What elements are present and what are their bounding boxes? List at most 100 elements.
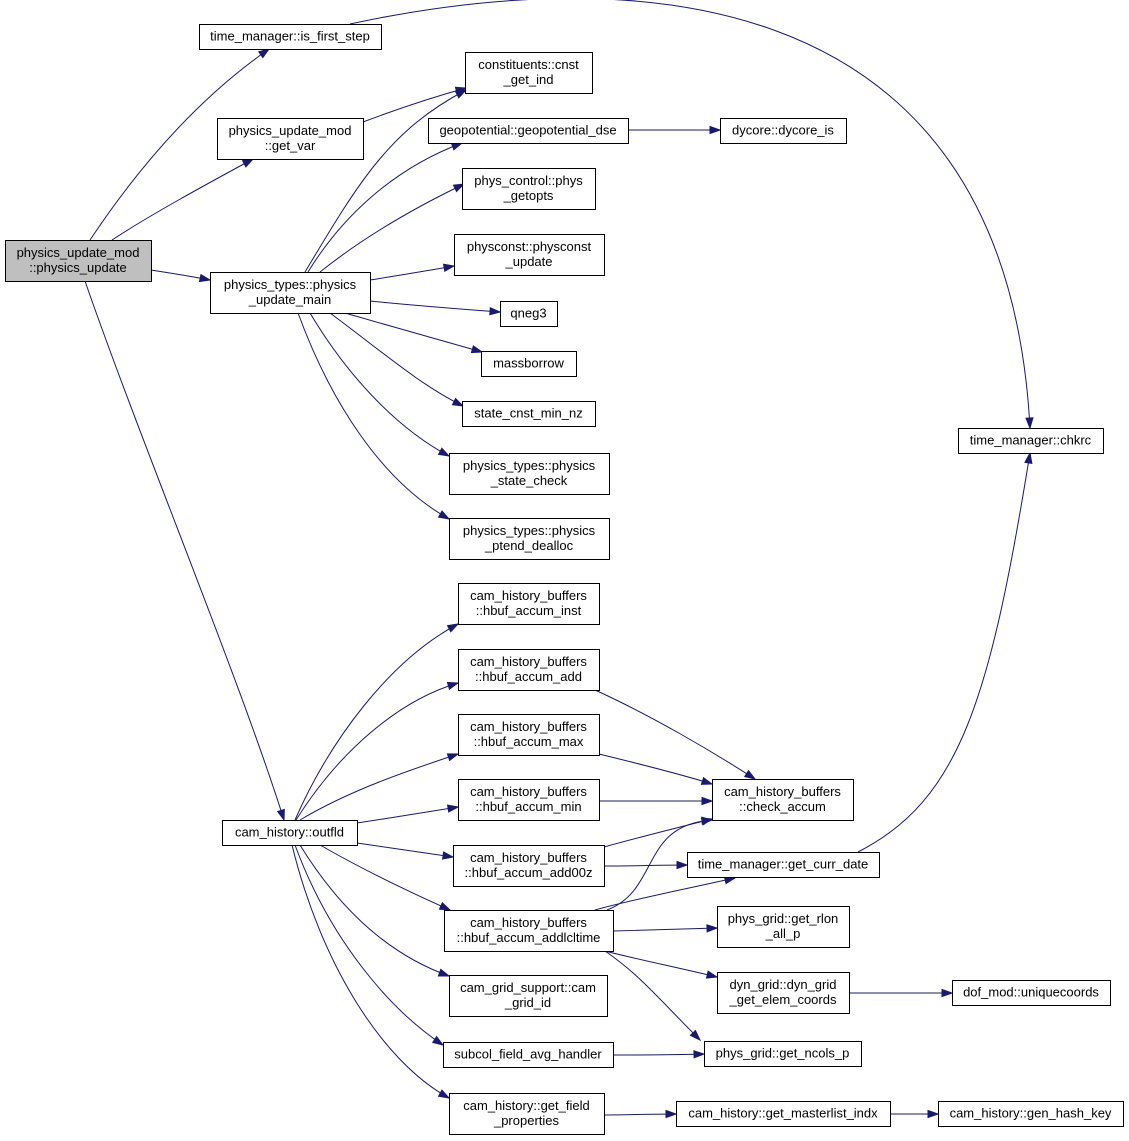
node-update_main[interactable]: physics_types::physics_update_main [210, 272, 371, 314]
edge-line [612, 1053, 705, 1056]
arrowhead-icon [450, 142, 464, 151]
edge-add00z-to-currdate [603, 860, 689, 870]
node-label-line: time_manager::get_curr_date [698, 857, 869, 872]
arrowhead-icon [941, 988, 954, 998]
node-qneg3[interactable]: qneg3 [500, 301, 558, 327]
arrowhead-icon [454, 89, 468, 99]
edge-addlcl-to-currdate [594, 876, 737, 911]
node-box [717, 972, 850, 1014]
node-label-line: _grid_id [504, 995, 551, 1010]
node-physconst[interactable]: physconst::physconst_update [454, 234, 605, 276]
node-statecheck[interactable]: physics_types::physics_state_check [449, 453, 610, 495]
node-label-line: physics_update_mod [17, 245, 140, 260]
node-geodse[interactable]: geopotential::geopotential_dse [428, 118, 629, 144]
edge-geodse-to-dycore [628, 125, 722, 135]
node-label-line: time_manager::chkrc [970, 433, 1092, 448]
edge-first-to-chkrc [349, 0, 1034, 430]
edge-line [294, 844, 444, 1046]
arrowhead-icon [1024, 451, 1033, 465]
node-add[interactable]: cam_history_buffers::hbuf_accum_add [458, 649, 600, 691]
node-label-line: ::hbuf_accum_addlcltime [457, 930, 601, 945]
arrowhead-icon [446, 681, 460, 690]
edge-line [329, 312, 464, 407]
edge-update_main-to-physconst [369, 263, 456, 281]
edges-layer [84, 0, 1034, 1119]
node-max[interactable]: cam_history_buffers::hbuf_accum_max [458, 714, 600, 756]
edge-root-to-outfld [84, 280, 285, 822]
node-label-line: ::hbuf_accum_add00z [465, 865, 593, 880]
node-label-line: _update_main [248, 292, 331, 307]
node-box [458, 714, 600, 756]
node-label-line: physics_types::physics [463, 523, 596, 538]
edge-root-to-update_main [150, 269, 212, 283]
node-label-line: constituents::cnst [478, 57, 579, 72]
node-currdate[interactable]: time_manager::get_curr_date [687, 852, 880, 878]
node-label-line: subcol_field_avg_handler [454, 1047, 602, 1062]
arrowhead-icon [276, 808, 285, 822]
node-dycore[interactable]: dycore::dycore_is [720, 118, 847, 144]
node-box [676, 1101, 891, 1127]
node-box [5, 240, 152, 282]
node-label-line: ::hbuf_accum_max [474, 734, 584, 749]
node-checkacc[interactable]: cam_history_buffers::check_accum [712, 779, 854, 821]
arrowhead-icon [437, 1089, 451, 1099]
edge-update_main-to-ptend [297, 312, 451, 520]
node-outfld[interactable]: cam_history::outfld [222, 820, 358, 846]
node-label-line: dycore::dycore_is [732, 123, 834, 138]
arrowhead-icon [198, 273, 212, 283]
node-root[interactable]: physics_update_mod::physics_update [5, 240, 152, 282]
node-box [428, 118, 629, 144]
node-physctl[interactable]: phys_control::phys_getopts [462, 168, 596, 210]
node-box [453, 845, 605, 887]
arrowhead-icon [665, 1109, 678, 1119]
node-ptend[interactable]: physics_types::physics_ptend_dealloc [449, 518, 610, 560]
node-inst[interactable]: cam_history_buffers::hbuf_accum_inst [458, 583, 600, 625]
node-add00z[interactable]: cam_history_buffers::hbuf_accum_add00z [453, 845, 605, 887]
node-rlon[interactable]: phys_grid::get_rlon_all_p [717, 906, 850, 948]
edge-currdate-to-chkrc [857, 451, 1033, 853]
node-dof[interactable]: dof_mod::uniquecoords [952, 980, 1111, 1006]
arrowhead-icon [701, 816, 714, 825]
node-label-line: cam_history::get_masterlist_indx [688, 1106, 878, 1121]
node-label-line: _get_elem_coords [729, 992, 837, 1007]
edge-outfld-to-camgrid [299, 844, 451, 977]
node-label-line: physics_types::physics [463, 458, 596, 473]
edge-line [356, 806, 459, 824]
node-chkrc[interactable]: time_manager::chkrc [958, 428, 1104, 454]
node-first[interactable]: time_manager::is_first_step [199, 24, 382, 50]
arrowhead-icon [452, 183, 466, 193]
node-dyngrid[interactable]: dyn_grid::dyn_grid_get_elem_coords [717, 972, 850, 1014]
edge-outfld-to-add [295, 681, 460, 821]
edge-line [606, 819, 713, 911]
arrowhead-icon [438, 901, 452, 911]
node-box [454, 234, 605, 276]
node-getvar[interactable]: physics_update_mod::get_var [217, 118, 364, 160]
node-subcol[interactable]: subcol_field_avg_handler [443, 1042, 614, 1068]
arrowhead-icon [489, 307, 502, 316]
edge-line [344, 312, 483, 353]
node-cnst[interactable]: constituents::cnst_get_ind [465, 52, 593, 94]
node-addlcl[interactable]: cam_history_buffers::hbuf_accum_addlclti… [444, 910, 614, 952]
node-box [199, 24, 382, 50]
node-box [462, 401, 596, 427]
edge-subcol-to-ncols [612, 1050, 706, 1059]
node-label-line: _all_p [765, 926, 801, 941]
node-massb[interactable]: massborrow [481, 351, 577, 377]
arrowhead-icon [442, 263, 456, 272]
node-statecnst[interactable]: state_cnst_min_nz [462, 401, 596, 427]
node-camgrid[interactable]: cam_grid_support::cam_grid_id [449, 975, 608, 1017]
node-ncols[interactable]: phys_grid::get_ncols_p [704, 1041, 862, 1067]
node-box [958, 428, 1104, 454]
node-label-line: _get_ind [503, 72, 554, 87]
node-box [449, 518, 610, 560]
node-getfield[interactable]: cam_history::get_field_properties [449, 1093, 605, 1135]
edge-addlcl-to-ncols [604, 950, 702, 1042]
node-masterlist[interactable]: cam_history::get_masterlist_indx [676, 1101, 891, 1127]
edge-update_main-to-qneg3 [369, 300, 502, 316]
arrowhead-icon [257, 48, 271, 59]
edge-addlcl-to-dyngrid [604, 950, 719, 979]
node-hash[interactable]: cam_history::gen_hash_key [938, 1101, 1124, 1127]
node-label-line: _properties [493, 1113, 560, 1128]
node-min[interactable]: cam_history_buffers::hbuf_accum_min [458, 779, 600, 821]
node-box [444, 910, 614, 952]
